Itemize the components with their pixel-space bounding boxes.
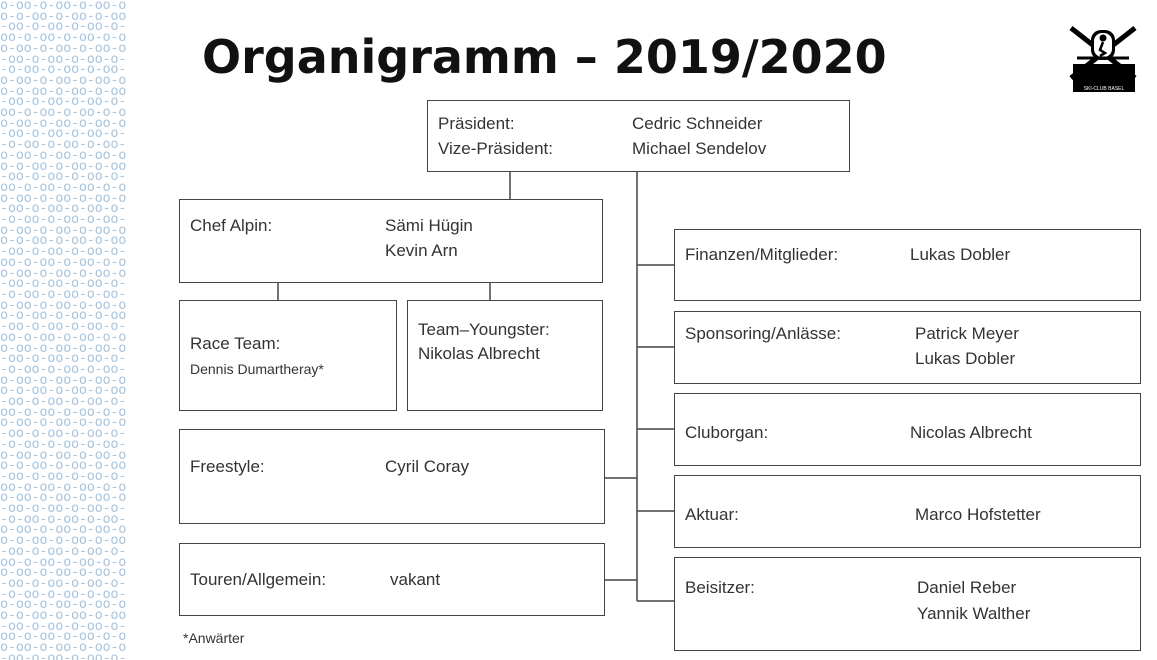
finanzen-box bbox=[674, 229, 1141, 301]
president-label: Präsident: bbox=[438, 114, 515, 133]
sponsoring-box bbox=[674, 311, 1141, 384]
sponsoring-name-2: Lukas Dobler bbox=[915, 349, 1016, 368]
freestyle-name: Cyril Coray bbox=[385, 457, 470, 476]
beisitzer-label: Beisitzer: bbox=[685, 578, 755, 597]
race-team-box bbox=[179, 300, 397, 411]
touren-name: vakant bbox=[390, 570, 441, 589]
aktuar-label: Aktuar: bbox=[685, 505, 739, 524]
beisitzer-name-1: Daniel Reber bbox=[917, 578, 1017, 597]
cluborgan-name: Nicolas Albrecht bbox=[910, 423, 1032, 442]
sponsoring-name-1: Patrick Meyer bbox=[915, 324, 1019, 343]
team-youngster-label: Team–Youngster: bbox=[418, 320, 550, 339]
cluborgan-label: Cluborgan: bbox=[685, 423, 769, 442]
finanzen-name: Lukas Dobler bbox=[910, 245, 1011, 264]
aktuar-box bbox=[674, 475, 1141, 548]
beisitzer-box bbox=[674, 557, 1141, 651]
president-box bbox=[427, 100, 850, 172]
president-name: Cedric Schneider bbox=[632, 114, 763, 133]
chef-alpin-box bbox=[179, 199, 603, 283]
aktuar-name: Marco Hofstetter bbox=[915, 505, 1041, 524]
team-youngster-name: Nikolas Albrecht bbox=[418, 344, 540, 363]
skier-badge-icon bbox=[1069, 26, 1137, 92]
chef-alpin-name-2: Kevin Arn bbox=[385, 241, 458, 260]
footnote: *Anwärter bbox=[183, 630, 245, 646]
chef-alpin-label: Chef Alpin: bbox=[190, 216, 273, 235]
decorative-pattern-stripe: o-oo-o-oo-o-oo-o o-o-oo-o-oo-o-oo -oo-o-… bbox=[0, 0, 127, 660]
touren-box bbox=[179, 543, 605, 616]
logo-text: SKI-CLUB BASEL bbox=[1083, 86, 1125, 92]
vice-president-name: Michael Sendelov bbox=[632, 139, 767, 158]
freestyle-label: Freestyle: bbox=[190, 457, 265, 476]
freestyle-box bbox=[179, 429, 605, 524]
race-team-name: Dennis Dumartheray* bbox=[190, 361, 324, 377]
vice-president-label: Vize-Präsident: bbox=[438, 139, 553, 158]
touren-label: Touren/Allgemein: bbox=[190, 570, 327, 589]
cluborgan-box bbox=[674, 393, 1141, 466]
finanzen-label: Finanzen/Mitglieder: bbox=[685, 245, 839, 264]
sponsoring-label: Sponsoring/Anlässe: bbox=[685, 324, 841, 343]
race-team-label: Race Team: bbox=[190, 334, 281, 353]
page-title: Organigramm – 2019/2020 bbox=[202, 30, 887, 84]
beisitzer-name-2: Yannik Walther bbox=[917, 604, 1031, 623]
chef-alpin-name-1: Sämi Hügin bbox=[385, 216, 473, 235]
team-youngster-box bbox=[407, 300, 603, 411]
